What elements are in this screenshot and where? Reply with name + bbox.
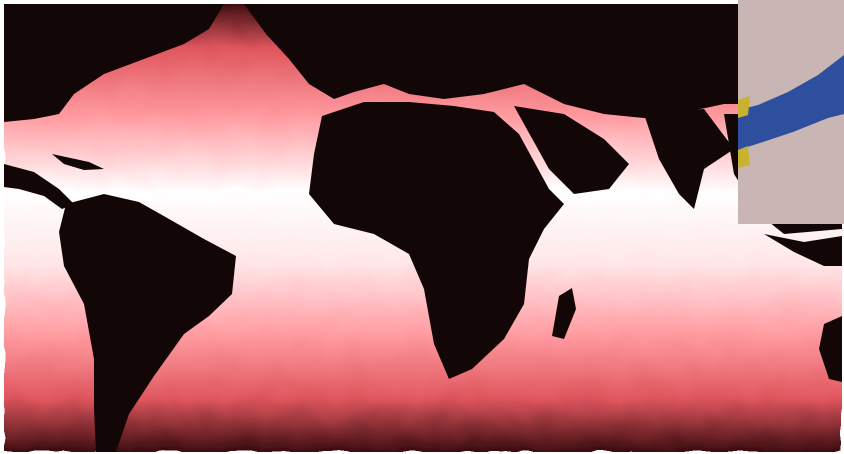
satellite-inset xyxy=(738,0,844,224)
land-indonesia xyxy=(764,234,842,266)
land-madagascar xyxy=(552,288,576,339)
land-australia xyxy=(819,316,842,382)
land-india xyxy=(644,109,734,209)
map-canvas xyxy=(4,4,842,452)
land-europe xyxy=(244,4,842,119)
inset-coastal-vegetation xyxy=(738,96,750,118)
land-caribbean-islands xyxy=(52,154,104,170)
land-africa xyxy=(309,102,564,379)
ocean-temperature-map xyxy=(4,4,842,452)
land-north-america xyxy=(4,4,224,122)
land-arabia xyxy=(514,106,629,194)
land-central-america xyxy=(4,164,74,209)
inset-land-arabia xyxy=(738,0,844,110)
inset-land-horn-of-africa xyxy=(738,114,844,224)
inset-coastal-vegetation xyxy=(738,146,750,168)
land-south-america xyxy=(59,194,236,452)
satellite-inset-image xyxy=(738,0,844,224)
